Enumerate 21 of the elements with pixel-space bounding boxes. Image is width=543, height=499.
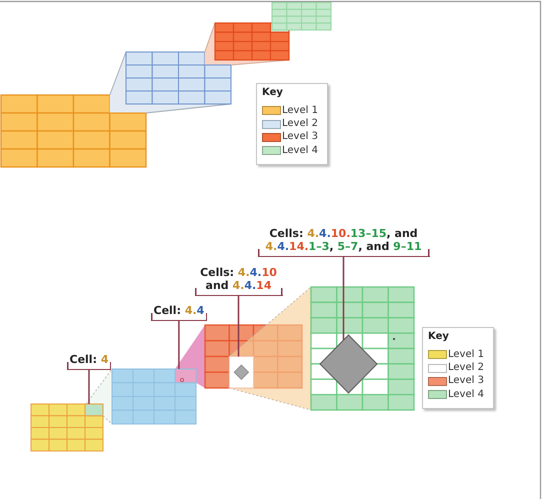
leader-line xyxy=(342,257,344,340)
callout-label: Cell: 4 xyxy=(66,353,112,370)
callout-label: Cells: 4.4.10.13–15, and 4.4.14.1–3, 5–7, and 9–11 xyxy=(258,227,430,257)
legend-label: Level 1 xyxy=(282,104,318,117)
legend-title: Key xyxy=(428,331,449,343)
legend-label: Level 2 xyxy=(448,362,484,374)
legend-title: Key xyxy=(262,87,283,99)
legend-label: Level 4 xyxy=(282,144,318,157)
legend-label: Level 1 xyxy=(448,348,484,361)
legend-label: Level 4 xyxy=(448,388,484,401)
legend-label: Level 3 xyxy=(282,131,318,144)
diamond-marker xyxy=(319,334,378,394)
highlighted-cell xyxy=(174,368,196,384)
leader-line xyxy=(238,296,240,356)
legend-label: Level 2 xyxy=(282,118,318,130)
leader-line xyxy=(88,370,90,404)
leader-line xyxy=(178,321,180,369)
legend-label: Level 3 xyxy=(448,375,484,388)
callout-label: Cell: 4.4 xyxy=(150,304,208,321)
callout-label: Cells: 4.4.10 and 4.4.14 xyxy=(194,266,282,296)
highlighted-cell xyxy=(84,404,104,416)
